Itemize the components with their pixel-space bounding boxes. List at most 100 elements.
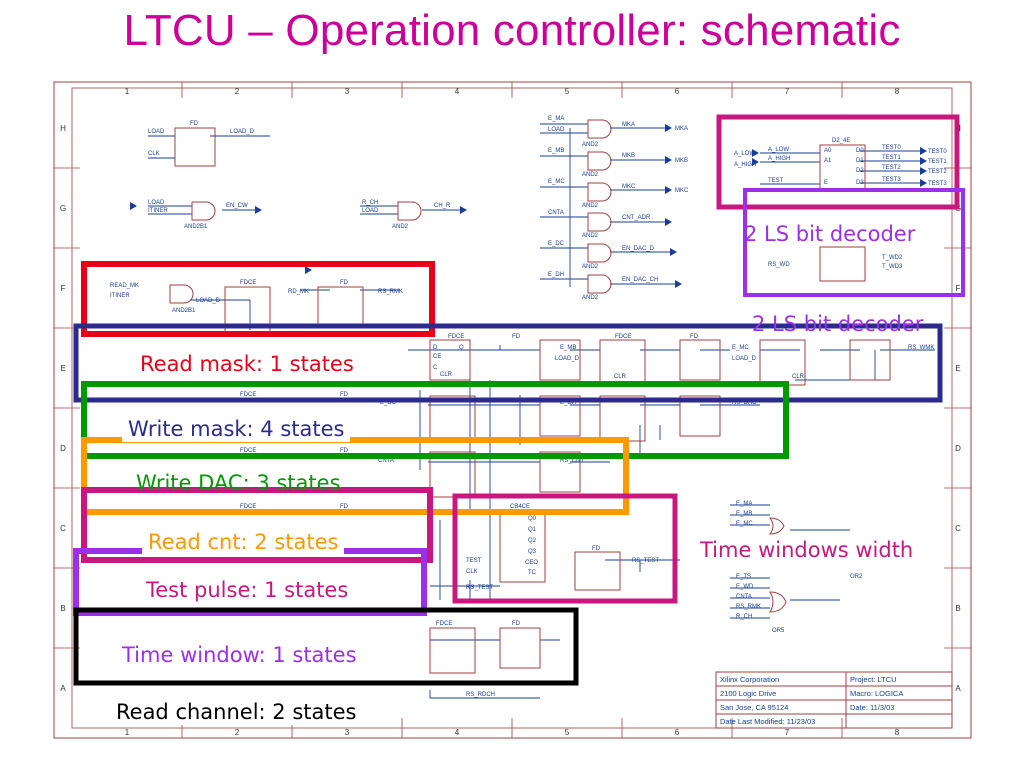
- label-and2-7: AND2: [582, 295, 599, 301]
- label-e-ma: E_MA: [548, 116, 564, 122]
- label-and2-5: AND2: [582, 233, 599, 239]
- label-e-dh: E_DH: [548, 272, 564, 278]
- label-pin-d: D: [433, 345, 438, 351]
- label-load-d: LOAD_D: [230, 129, 255, 135]
- sheet-border-outer: [53, 81, 972, 739]
- label-load-d-4: LOAD_D: [732, 356, 757, 362]
- label-e-dc: E_DC: [548, 241, 565, 247]
- label-fd-6: FD: [340, 504, 349, 510]
- label-cb4ce: CB4CE: [510, 504, 530, 510]
- label-q2: Q2: [528, 538, 537, 544]
- row-label-A-right: A: [955, 684, 961, 693]
- label-test: TEST: [768, 178, 784, 184]
- label-and2b1-2: AND2B1: [172, 308, 196, 314]
- label-fdce-3: FDCE: [615, 334, 631, 340]
- label-rs-rdch: RS_RDCH: [466, 692, 495, 698]
- label-rs-cnt: RS_CNT: [560, 458, 584, 464]
- label-pin-d3: D3: [856, 180, 864, 186]
- label-test2: TEST2: [882, 165, 901, 171]
- label-cnta-2: CNTA: [378, 458, 394, 464]
- title-block-date: Date: 11/3/03: [850, 703, 894, 712]
- label-fdce-4: FDCE: [240, 392, 256, 398]
- column-label-1-bottom: 1: [125, 728, 130, 737]
- label-rs-wmk: RS_WMK: [908, 345, 934, 351]
- row-label-D-left: D: [60, 444, 66, 453]
- label-r-ch-2: R_CH: [736, 614, 752, 620]
- title-block-city: San Jose, CA 95124: [720, 703, 788, 712]
- row-label-B-right: B: [955, 604, 960, 613]
- label-test-2: TEST: [466, 558, 482, 564]
- label-ceo: CEO: [525, 560, 538, 566]
- label-cnta: CNTA: [548, 210, 564, 216]
- label-and2-3: AND2: [582, 172, 599, 178]
- row-label-F-right: F: [956, 284, 961, 293]
- column-label-6-bottom: 6: [675, 728, 680, 737]
- read-cnt-label: Read cnt: 2 states: [142, 530, 345, 555]
- row-label-H-left: H: [60, 124, 66, 133]
- label-cnt-adr: CNT_ADR: [622, 215, 651, 221]
- label-rs-rmk: RS_RMK: [378, 289, 403, 295]
- label-out-mkc: MKC: [675, 188, 689, 194]
- column-label-3-bottom: 3: [345, 728, 350, 737]
- slide-title: LTCU – Operation controller: schematic: [123, 6, 901, 55]
- label-rd-mk: RD_MK: [288, 289, 309, 295]
- box-decoder: [716, 114, 960, 210]
- label-out-test0: TEST0: [928, 149, 947, 155]
- label-a-low-in: A_LOW: [734, 151, 755, 157]
- row-label-D-right: D: [955, 444, 961, 453]
- title-block-macro: Macro: LOGICA: [850, 689, 903, 698]
- label-e-dc-2: E_DC: [380, 400, 397, 406]
- row-label-E-right: E: [955, 364, 960, 373]
- title-block-company: Xilinx Corporation: [720, 675, 779, 684]
- column-label-5-top: 5: [565, 87, 570, 96]
- row-label-B-left: B: [60, 604, 65, 613]
- label-en-cw: EN_CW: [226, 203, 248, 209]
- label-ch-r: CH_R: [434, 203, 451, 209]
- label-and2-1: AND2: [392, 224, 409, 230]
- label-fd-2: FD: [512, 334, 521, 340]
- label-fd-4: FD: [340, 392, 349, 398]
- label-rs-wd: RS_WD: [768, 262, 790, 268]
- label-r-ch: R_CH: [362, 200, 378, 206]
- column-label-4-top: 4: [455, 87, 460, 96]
- label-clk: CLK: [148, 151, 160, 157]
- read-mask-label: Read mask: 1 states: [134, 352, 360, 377]
- column-label-3-top: 3: [345, 87, 350, 96]
- row-label-C-right: C: [955, 524, 961, 533]
- column-label-8-top: 8: [895, 87, 900, 96]
- box-read-channel: [73, 607, 579, 686]
- label-pin-e: E: [824, 180, 828, 186]
- label-rs-dac: RS_DAC: [732, 400, 757, 406]
- label-a-high-in: A_HIGH: [734, 162, 756, 168]
- label-pin-a0: A0: [824, 148, 832, 154]
- label-test0: TEST0: [882, 145, 901, 151]
- label-e-dh-2: E_DH: [560, 400, 576, 406]
- label-clr-1: CLR: [440, 372, 453, 378]
- label-pin-q: Q: [459, 345, 464, 351]
- schematic-labels: FD LOAD LOAD_D CLK LOAD ITINER AND2B1 EN…: [110, 116, 947, 698]
- label-itiner-2: ITINER: [110, 293, 130, 299]
- label-cnta-3: CNTA: [736, 594, 752, 600]
- column-label-7-bottom: 7: [785, 728, 790, 737]
- label-load-d-3: LOAD_D: [555, 356, 580, 362]
- time-windows-width-label: Time windows width: [694, 538, 920, 563]
- label-out-test2: TEST2: [928, 169, 947, 175]
- label-fdce-6: FDCE: [240, 504, 256, 510]
- box-test-counter: [452, 493, 678, 604]
- label-load-3: LOAD: [362, 208, 379, 214]
- label-t-wd2: T_WD2: [882, 255, 903, 261]
- label-fd-7: FD: [592, 546, 601, 552]
- label-out-test3: TEST3: [928, 181, 947, 187]
- box-decoder-2: [743, 188, 965, 297]
- label-fd-1: FD: [340, 280, 349, 286]
- label-load: LOAD: [148, 129, 165, 135]
- title-block-modified: Date Last Modified: 11/23/03: [720, 717, 815, 726]
- test-pulse-label: Test pulse: 1 states: [140, 578, 355, 603]
- label-fdce-2: FDCE: [448, 334, 464, 340]
- row-label-F-left: F: [61, 284, 66, 293]
- label-or5: OR5: [772, 628, 785, 634]
- title-block-project: Project: LTCU: [850, 675, 897, 684]
- read-channel-label: Read channel: 2 states: [110, 700, 363, 725]
- column-label-5-bottom: 5: [565, 728, 570, 737]
